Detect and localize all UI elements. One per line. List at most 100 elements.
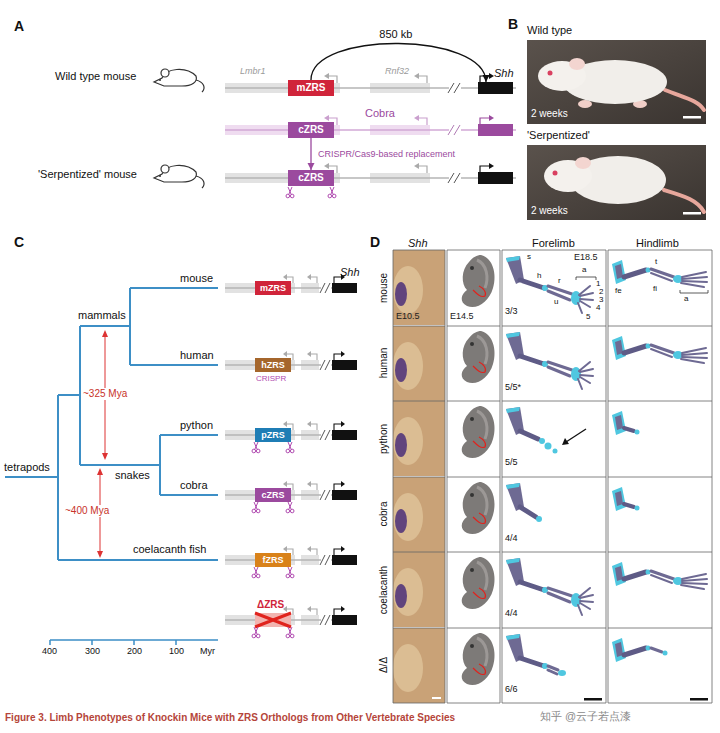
bone-label: fe xyxy=(614,287,623,295)
limb-panel xyxy=(393,326,445,628)
mouse-photo xyxy=(575,157,591,169)
mouse-icon xyxy=(154,69,204,188)
row-label: mouse xyxy=(378,273,390,303)
limb-panel xyxy=(393,250,712,703)
limb-panel xyxy=(562,438,569,445)
deleted-zrs xyxy=(255,613,291,627)
limb-panel xyxy=(395,282,407,306)
mouse-photo xyxy=(553,171,558,176)
limb-panel xyxy=(447,628,500,703)
connector-line xyxy=(311,43,486,82)
scissors-icon xyxy=(328,187,336,198)
locus-track xyxy=(225,481,357,500)
scissors-icon xyxy=(286,627,294,638)
zrs-box: cZRS xyxy=(288,122,334,138)
column-header: Forelimb xyxy=(532,237,575,250)
box-label: fZRS xyxy=(263,556,284,565)
zrs-box: mZRS xyxy=(255,281,291,295)
panel-letter: C xyxy=(14,234,24,250)
row-label: cobra xyxy=(378,501,390,526)
limb-panel xyxy=(612,562,707,589)
gene-label: Shh xyxy=(494,67,514,80)
digit-number: 2 xyxy=(598,288,604,296)
box-label: hZRS xyxy=(261,361,285,370)
time-label: ~325 Mya xyxy=(82,388,128,400)
count-label: 4/4 xyxy=(505,608,518,618)
locus-track xyxy=(225,351,357,370)
edge-label: 850 kb xyxy=(379,28,412,41)
locus-track xyxy=(225,421,357,440)
panel-letter: B xyxy=(508,16,518,32)
mouse-photo xyxy=(683,212,701,215)
row-label: Δ/Δ xyxy=(378,657,390,673)
mouse-icon xyxy=(154,69,204,92)
gene-label: Shh xyxy=(340,266,360,279)
time-label: ~400 Mya xyxy=(64,505,110,517)
column-header: Hindlimb xyxy=(636,237,679,250)
bone-label: t xyxy=(654,258,658,266)
photo-title: 'Serpentized' xyxy=(527,129,590,142)
column-header: Shh xyxy=(408,237,428,250)
bone-label: a xyxy=(683,295,689,303)
limb-panel xyxy=(393,326,445,401)
limb-panel xyxy=(612,411,640,435)
locus-track xyxy=(478,172,513,184)
limb-panel xyxy=(506,558,593,615)
connector xyxy=(311,43,490,82)
limb-panel xyxy=(612,638,668,662)
limb-panel xyxy=(393,250,712,703)
limb-panel xyxy=(447,477,500,552)
species-label: coelacanth fish xyxy=(133,543,206,556)
phylogeny-tree xyxy=(5,288,218,560)
scissors-icon xyxy=(252,567,260,578)
bone-label: fi xyxy=(652,285,658,293)
mouse-photo xyxy=(527,145,706,220)
edge-label: CRISPR/Cas9-based replacement xyxy=(318,149,455,159)
axis-tick: 300 xyxy=(85,646,100,656)
limb-panel xyxy=(576,277,596,280)
scissors-icon xyxy=(286,502,294,513)
limb-panel xyxy=(447,401,500,476)
clade-label: tetrapods xyxy=(4,461,50,474)
locus-track xyxy=(225,73,516,625)
stage-label: E14.5 xyxy=(450,311,474,321)
row-label: human xyxy=(378,348,390,379)
phylogeny-tree xyxy=(5,288,218,645)
mouse-photo xyxy=(527,40,706,220)
bone-label: u xyxy=(553,298,559,306)
gene-label: Lmbr1 xyxy=(240,66,266,76)
species-label: mouse xyxy=(180,272,213,285)
limb-panel xyxy=(506,332,593,389)
locus-track xyxy=(225,163,516,183)
row-label: python xyxy=(378,424,390,454)
bone-label: a xyxy=(581,266,587,274)
limb-panel xyxy=(506,256,593,313)
scissors-icon xyxy=(286,442,294,453)
limb-panel xyxy=(432,697,441,699)
digit-number: 3 xyxy=(598,296,604,304)
mouse-photo xyxy=(665,90,704,110)
limb-panel xyxy=(395,433,407,457)
limb-panel xyxy=(447,326,500,401)
species-label: cobra xyxy=(180,479,208,492)
axis-tick: 400 xyxy=(42,646,57,656)
count-label: 5/5* xyxy=(505,382,521,392)
box-label: mZRS xyxy=(297,83,326,93)
limb-panel xyxy=(395,358,407,382)
species-label: python xyxy=(180,419,213,432)
limb-panel xyxy=(566,429,586,442)
count-label: 3/3 xyxy=(505,306,518,316)
limb-panel xyxy=(447,250,500,325)
zrs-box: pZRS xyxy=(255,428,291,442)
box-label: mZRS xyxy=(260,284,286,293)
locus-track xyxy=(225,73,516,93)
zrs-box: cZRS xyxy=(288,170,334,186)
time-arrow xyxy=(97,330,108,558)
box-label: cZRS xyxy=(298,125,324,135)
digit-number: 4 xyxy=(595,304,601,312)
limb-panel xyxy=(395,584,407,608)
phylogeny-tree xyxy=(50,640,218,645)
species-label: Cobra xyxy=(365,107,395,120)
mouse-photo xyxy=(548,71,553,76)
